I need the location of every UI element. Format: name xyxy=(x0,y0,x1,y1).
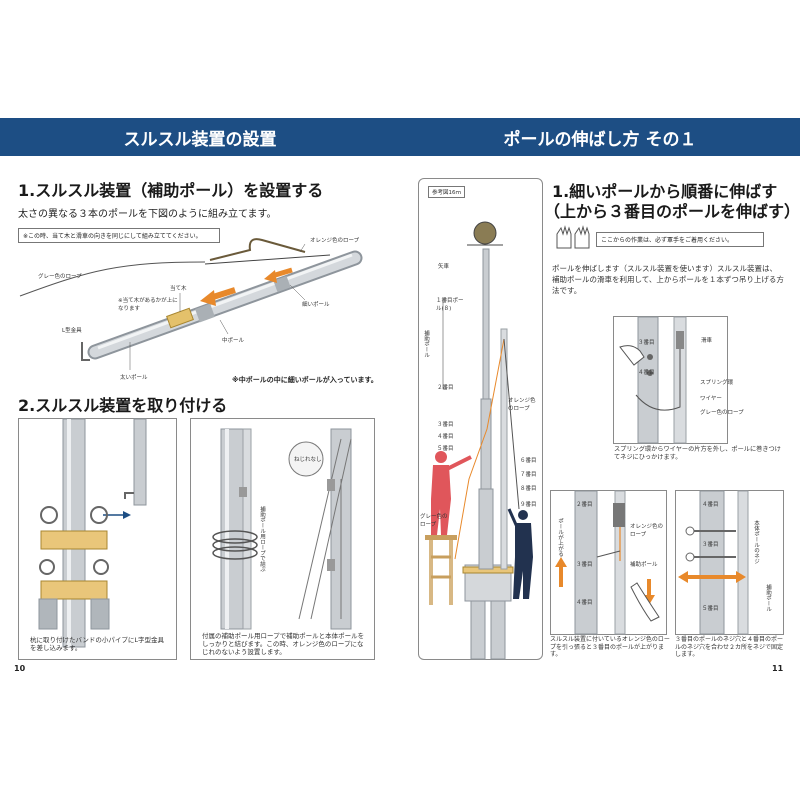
p4-label-aux: 補助ポール xyxy=(765,584,771,612)
left-bottom-note: ※中ポールの中に細いポールが入っています。 xyxy=(232,376,378,384)
left-band-title: スルスル装置の設置 xyxy=(123,129,277,150)
p3-label-3rd: ３番目 xyxy=(576,562,593,568)
label-8th: ８番目 xyxy=(520,486,537,492)
label-6th: ６番目 xyxy=(520,458,537,464)
right-band-title: ポールの伸ばし方 その１ xyxy=(503,129,697,150)
p3-caption: スルスル装置に付いているオレンジ色のロープを引っ張ると３番目のポールが上がります… xyxy=(550,636,670,658)
right-page-number: 11 xyxy=(772,664,784,673)
right-step1-title-line2: （上から３番目のポールを伸ばす） xyxy=(544,202,800,221)
p4-label-4th: ４番目 xyxy=(702,502,719,508)
label-ateki: 当て木 xyxy=(170,286,187,292)
label-9th: ９番目 xyxy=(520,502,537,508)
p3-label-4th: ４番目 xyxy=(576,600,593,606)
panel2-vertical-label: 補助ポール用ロープで結ぶ xyxy=(259,506,265,572)
left-section-band: スルスル装置の設置 xyxy=(0,118,400,156)
pull-rope-panel xyxy=(550,490,667,635)
left-page-number: 10 xyxy=(14,664,26,673)
detail-label-wire: ワイヤー xyxy=(700,396,722,402)
label-5th: ５番目 xyxy=(437,446,454,452)
label-7th: ７番目 xyxy=(520,472,537,478)
label-aux-pole: 補助ポール xyxy=(423,330,429,358)
label-thin-pole: 細いポール xyxy=(302,302,330,308)
label-3rd: ３番目 xyxy=(437,422,454,428)
left-step1-note: ※この時、当て木と滑車の向きを同じにして組み立ててください。 xyxy=(18,228,220,243)
install-panel-1 xyxy=(18,418,177,660)
p3-label-rises: ポールが上がる xyxy=(557,518,563,557)
install-panel-2 xyxy=(190,418,375,660)
detail-label-4th: ４番目 xyxy=(638,370,655,376)
detail-label-3rd: ３番目 xyxy=(638,340,655,346)
screw-fix-panel xyxy=(675,490,784,635)
label-right-orange-rope: オレンジ色のロープ xyxy=(508,398,536,412)
p4-label-screw: 本体ポールのネジ xyxy=(753,520,759,564)
p3-label-orange-rope: オレンジ色のロープ xyxy=(630,524,664,538)
label-pole1: １番目ポール(８) xyxy=(436,298,464,312)
label-ateki-note: ※当て木があるかが上になります xyxy=(118,298,178,312)
left-step1-desc: 太さの異なる３本のポールを下図のように組み立てます。 xyxy=(18,209,277,220)
pole-reference-figure xyxy=(418,178,543,660)
fig-tag: 参考図16ｍ xyxy=(428,186,465,198)
label-mid-pole: 中ポール xyxy=(222,338,245,344)
label-2nd: ２番目 xyxy=(437,385,454,391)
panel2-circle-label: ねじれなし xyxy=(294,457,322,463)
gloves-icon xyxy=(556,225,590,249)
right-body-text: ポールを伸ばします（スルスル装置を使います）スルスル装置は、補助ポールの滑車を利… xyxy=(552,264,784,295)
label-gray-rope: グレー色のロープ xyxy=(38,274,82,280)
label-right-gray-rope: グレー色のロープ xyxy=(420,514,448,528)
right-step1-title-line1: 1.細いポールから順番に伸ばす xyxy=(552,182,778,201)
p3-label-aux: 補助ポール xyxy=(630,562,658,568)
panel2-caption: 付属の補助ポール用ロープで補助ポールと本体ポールをしっかりと結びます。この時、オ… xyxy=(202,632,365,657)
left-step1-title: 1.スルスル装置（補助ポール）を設置する xyxy=(18,181,324,200)
label-orange-rope: オレンジ色のロープ xyxy=(310,238,360,244)
glove-note: ここからの作業は、必ず軍手をご着用ください。 xyxy=(596,232,764,247)
label-yaguruma: 矢車 xyxy=(438,264,450,270)
right-section-band: ポールの伸ばし方 その１ xyxy=(400,118,800,156)
detail-label-grayrope: グレー色のロープ xyxy=(700,410,744,416)
detail-label-pulley: 滑車 xyxy=(701,338,713,344)
p4-caption: ３番目のポールのネジ穴と４番目のポールのネジ穴を合わせ２カ所をネジで固定します。 xyxy=(675,636,784,658)
label-l-fitting: L型金具 xyxy=(62,328,82,334)
left-step2-title: 2.スルスル装置を取り付ける xyxy=(18,396,228,415)
pole-assembly-illustration xyxy=(19,238,363,370)
detail-label-spring: スプリング環 xyxy=(700,380,734,386)
label-thick-pole: 太いポール xyxy=(120,375,148,381)
p4-label-3rd: ３番目 xyxy=(702,542,719,548)
p3-label-2nd: ２番目 xyxy=(576,502,593,508)
panel1-caption: 杭に取り付けたバンドの小パイプにL字型金具を差し込みます。 xyxy=(30,636,164,653)
detail-caption: スプリング環からワイヤーの片方を外し、ポールに巻きつけてネジにひっかけます。 xyxy=(614,446,781,461)
p4-label-5th: ５番目 xyxy=(702,606,719,612)
label-4th: ４番目 xyxy=(437,434,454,440)
spring-ring-detail-panel xyxy=(613,316,728,444)
